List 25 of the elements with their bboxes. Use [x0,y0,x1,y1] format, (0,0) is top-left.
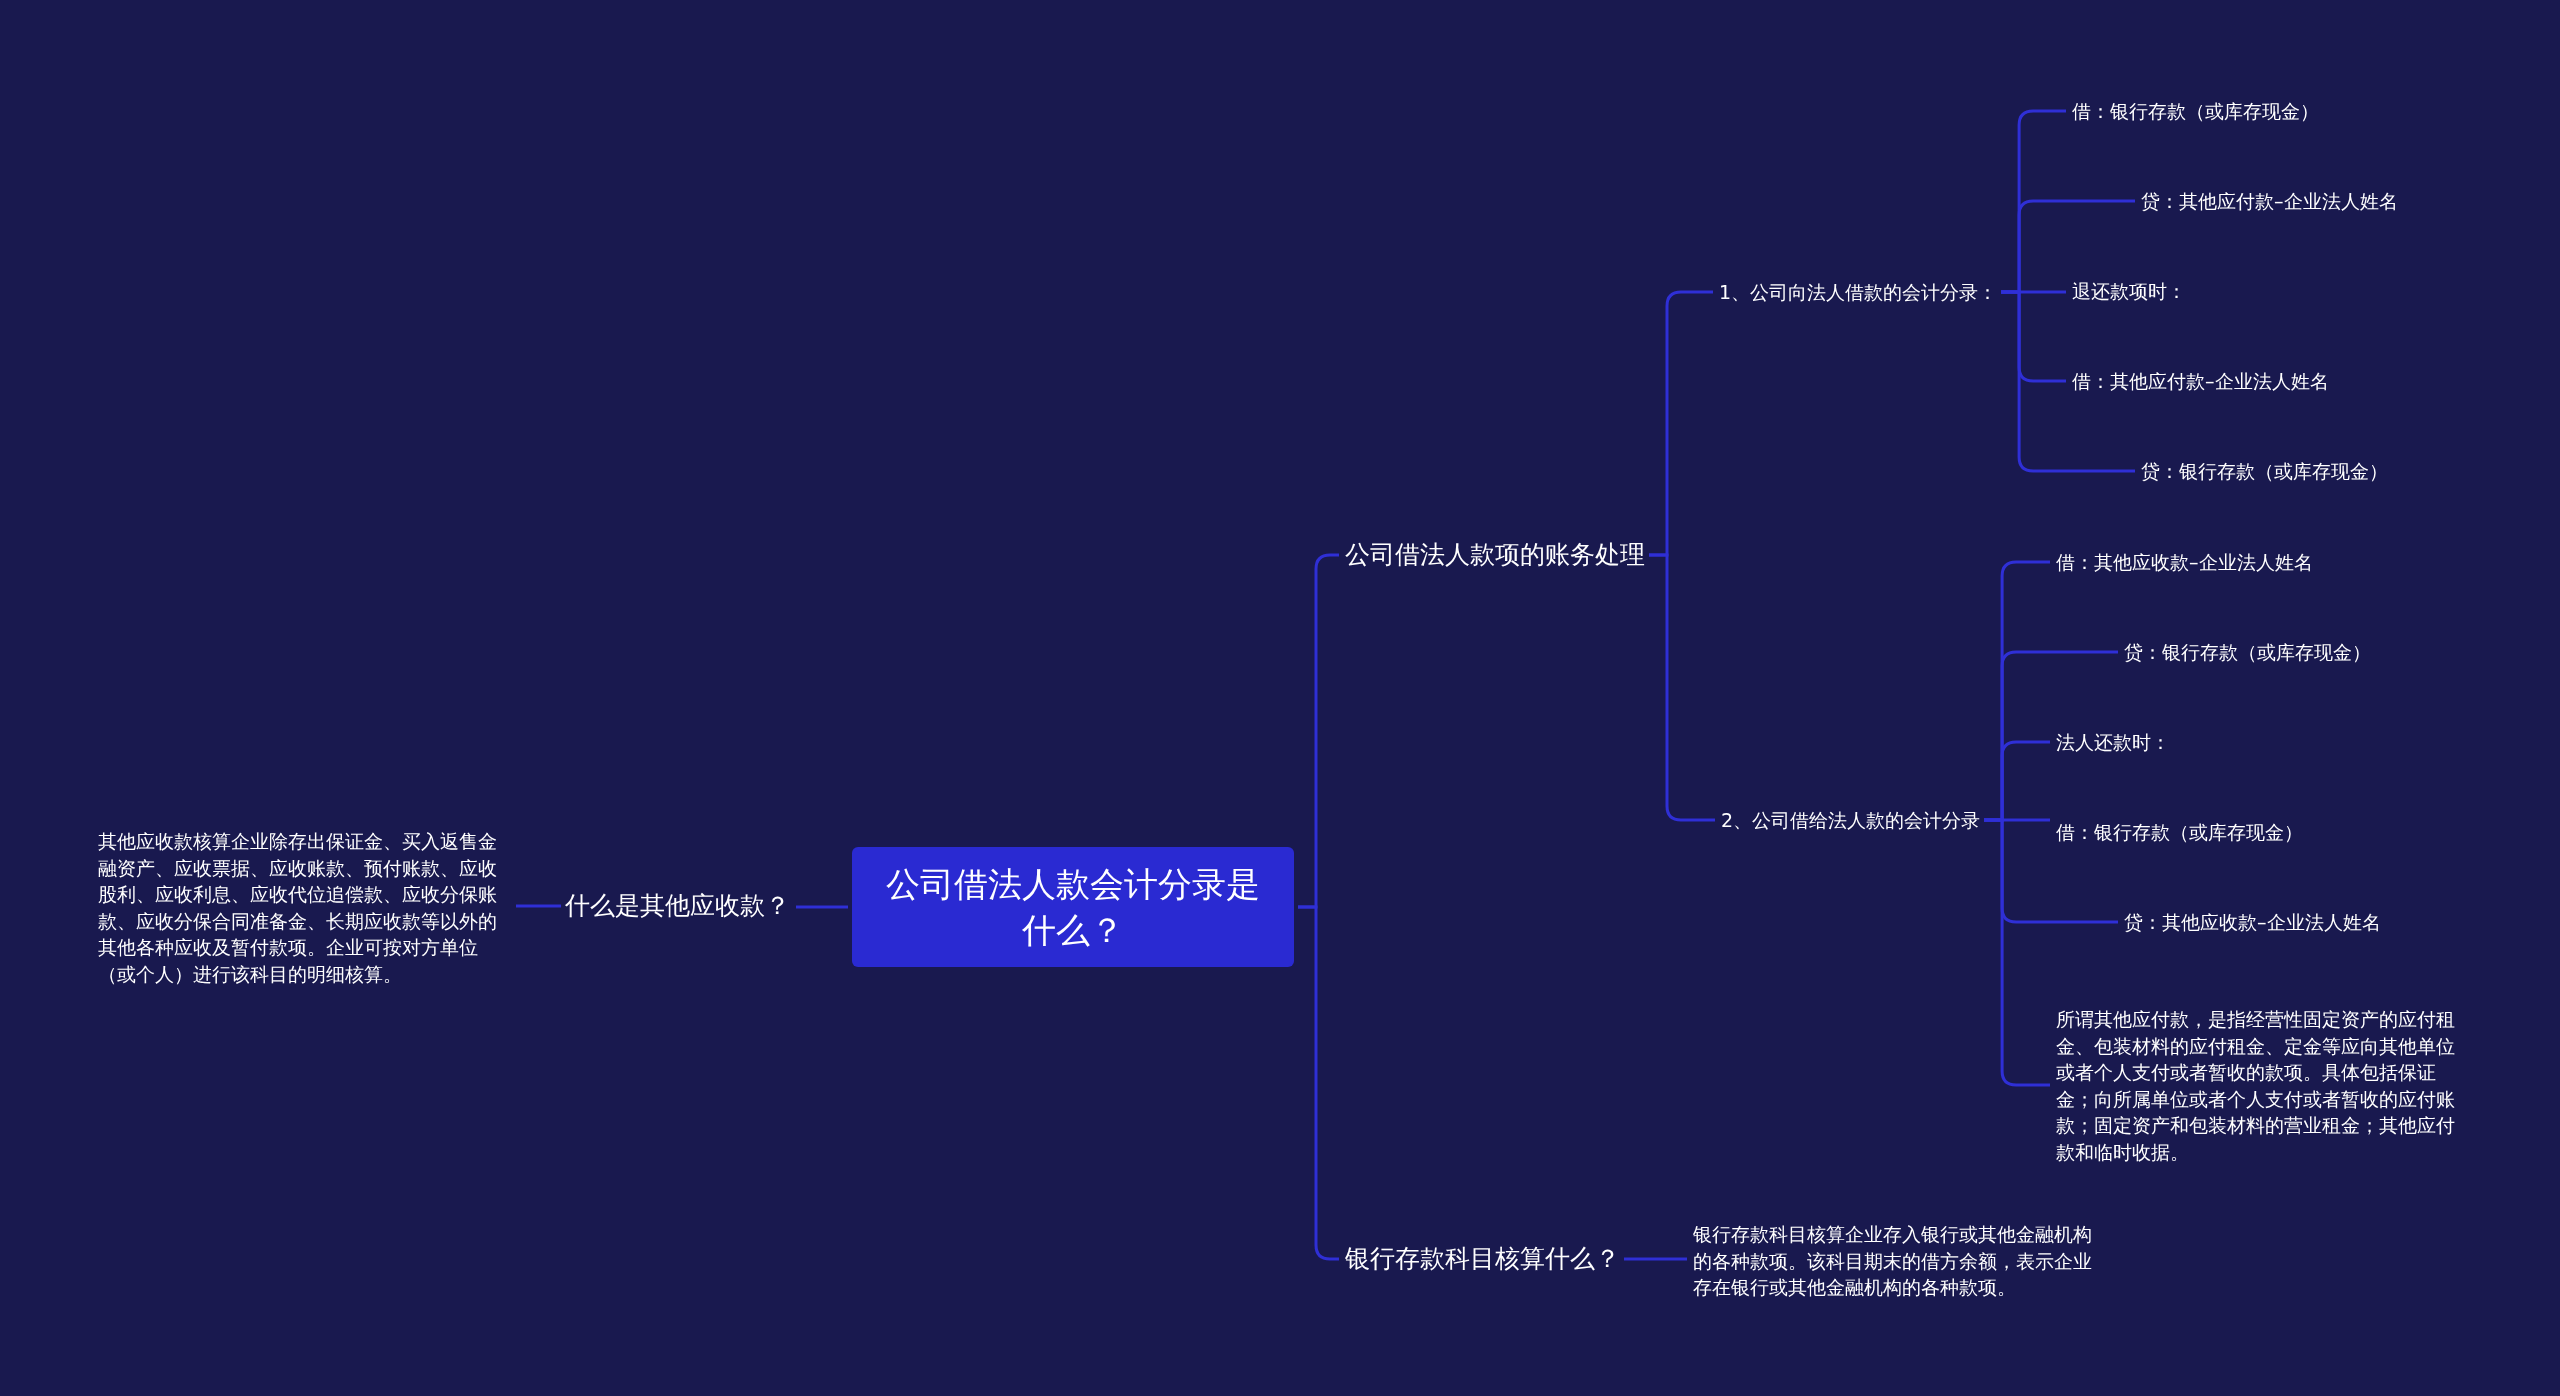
entry-text: 退还款项时： [2072,277,2186,305]
connector-line [1984,818,2050,1087]
topic-text: 公司借法人款项的账务处理 [1345,538,1645,572]
entry-text: 贷：银行存款（或库存现金） [2124,638,2371,666]
entry-text: 贷：其他应付款–企业法人姓名 [2141,187,2398,215]
note-text: 其他应收款核算企业除存出保证金、买入返售金融资产、应收票据、应收账款、预付账款、应收股利、应收利息、应收代位追偿款、应收分保账款、应收分保合同准备金、长期应收款等以外的其他各种应收及暂付款项。企业可按对方单位（或个人）进行该科目的明细核算。 [98,827,510,987]
entry-text: 贷：其他应收款–企业法人姓名 [2124,908,2381,936]
subtopic-text: 1、公司向法人借款的会计分录： [1719,278,1998,306]
entry-text: 法人还款时： [2056,728,2170,756]
entry-text: 借：其他应收款–企业法人姓名 [2056,548,2313,576]
connector-line [1649,553,1715,822]
central-topic-box: 公司借法人款会计分录是什么？ [852,847,1294,967]
entry-text: 借：银行存款（或库存现金） [2072,97,2319,125]
connector-line [2001,290,2135,473]
connector-line [796,905,848,909]
topic-text: 什么是其他应收款？ [565,889,790,923]
connector-line [516,904,561,908]
entry-text: 贷：银行存款（或库存现金） [2141,457,2388,485]
entry-text: 借：其他应付款–企业法人姓名 [2072,367,2329,395]
subtopic-text: 2、公司借给法人款的会计分录 [1721,806,1981,834]
note-text: 所谓其他应付款，是指经营性固定资产的应付租金、包装材料的应付租金、定金等应向其他单位或者个人支付或者暂收的款项。具体包括保证金；向所属单位或者个人支付或者暂收的应付账款；固定资产和包装材料的营业租金；其他应付款和临时收据。 [2056,1005,2468,1165]
connector-line [1624,1257,1687,1261]
topic-text: 银行存款科目核算什么？ [1345,1242,1620,1276]
entry-text: 借：银行存款（或库存现金） [2056,818,2303,846]
note-text: 银行存款科目核算企业存入银行或其他金融机构的各种款项。该科目期末的借方余额，表示企业存在银行或其他金融机构的各种款项。 [1693,1221,2105,1301]
